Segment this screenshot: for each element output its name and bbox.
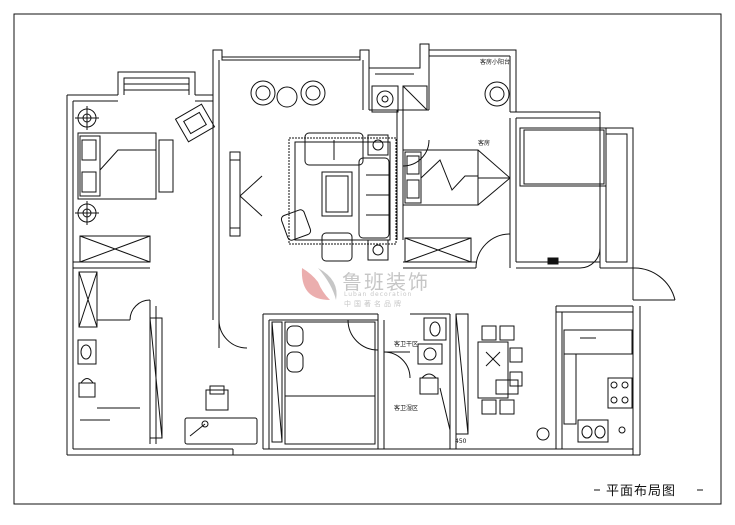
dining-table-chairs (477, 325, 523, 415)
lower-bedroom-bed (284, 321, 376, 445)
watermark-brand: 鲁班装饰 (342, 270, 430, 294)
watermark-brand-en: Luban decoration (344, 291, 412, 298)
label-guest-bath-dry: 客卫干区 (394, 340, 418, 348)
study-desk-chair (184, 385, 258, 445)
nightstand-lamp (75, 106, 99, 225)
master-bath-fixtures (77, 339, 140, 421)
kitchen-counters (536, 329, 633, 443)
drawing-frame (13, 13, 722, 505)
outer-walls (66, 43, 675, 456)
guest-bed (402, 149, 511, 206)
sofa-set (280, 132, 390, 262)
balcony-chairs (250, 80, 510, 108)
bedroom-armchair (174, 103, 216, 143)
master-bed (77, 132, 174, 200)
label-dimension-450: 450 (455, 438, 467, 445)
plan-title: 平面布局图 (594, 484, 703, 499)
watermark-slogan: 中国著名品牌 (344, 299, 404, 308)
living-room-rug (288, 137, 397, 245)
doors (129, 139, 676, 379)
label-guest-small-balcony: 客房小阳台 (480, 58, 510, 66)
label-guest-room: 客房 (478, 139, 490, 147)
tv-fan-lines (239, 175, 263, 217)
right-bedroom-wardrobe (519, 127, 607, 265)
label-guest-bath-wet: 客卫湿区 (394, 404, 418, 412)
watermark-logo: 鲁班装饰 Luban decoration 中国著名品牌 (301, 268, 430, 308)
logo-swoosh-icon (301, 268, 330, 300)
guest-bath-fixtures (417, 317, 451, 431)
washing-machine-top (371, 85, 428, 113)
plan-title-text: 平面布局图 (606, 484, 676, 499)
